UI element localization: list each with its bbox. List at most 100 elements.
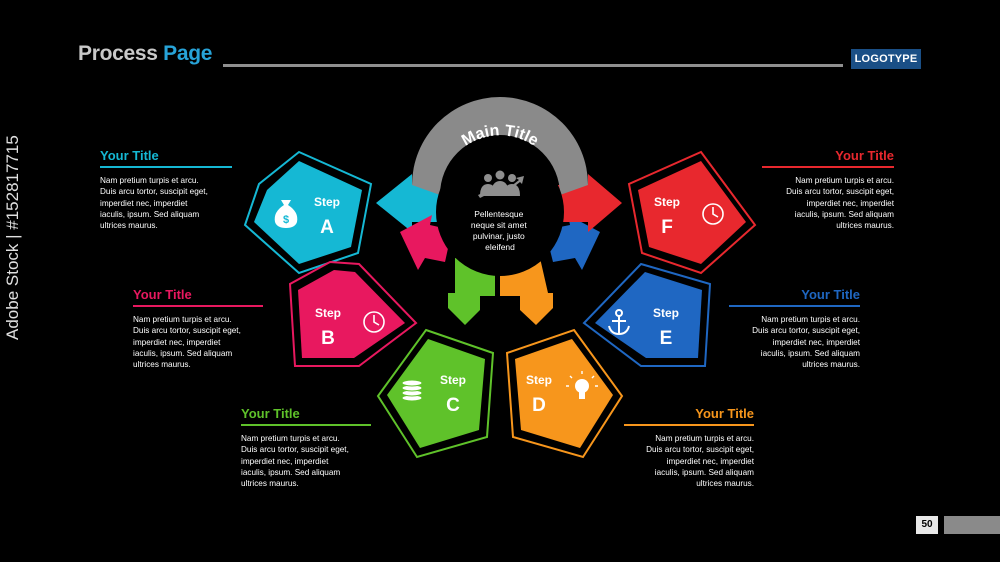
center-disc [436,148,564,276]
callout-title: Your Title [100,148,159,163]
callout-line: imperdiet nec, imperdiet [241,456,329,466]
clock-icon [363,311,385,333]
callout-title: Your Title [133,287,192,302]
callout-line: iaculis, ipsum. Sed aliquam [760,348,860,358]
callout-line: Nam pretium turpis et arcu. [133,315,232,324]
callout-line: iaculis, ipsum. Sed aliquam [133,348,233,358]
main-title: Main Title [459,122,541,149]
step-a-letter: A [320,217,334,238]
callout-divider [241,424,371,426]
money-bag-icon: $ [274,200,298,228]
lightbulb-icon [566,371,598,399]
step-f-letter: F [661,217,673,238]
callout-line: ultrices maurus. [696,479,754,489]
callout-title: Your Title [801,287,860,302]
callout-divider [729,305,860,307]
step-e-letter: E [660,328,673,349]
step-b-label: Step [315,306,341,320]
step-e-hexagon [582,262,712,367]
callout-line: Duis arcu tortor, suscipit eget, [133,326,241,336]
callout-line: Nam pretium turpis et arcu. [655,434,754,443]
step-f-hexagon [627,150,757,275]
callout-divider [133,305,263,307]
logo: LOGOTYPE [851,49,921,69]
callout-body: Nam pretium turpis et arcu. Duis arcu to… [614,433,754,489]
page-title-word-1: Process [78,42,158,65]
step-e-label: Step [653,306,679,320]
step-a-label: Step [314,195,340,209]
callout-divider [762,166,894,168]
callout-body: Nam pretium turpis et arcu. Duis arcu to… [754,175,894,231]
svg-text:Main Title: Main Title [459,122,541,149]
coin-stack-icon [401,379,423,402]
callout-line: imperdiet nec, imperdiet [666,456,754,466]
callout-step-e: Your Title Nam pretium turpis et arcu. D… [720,287,860,370]
callout-line: iaculis, ipsum. Sed aliquam [654,467,754,477]
callout-step-a: Your Title Nam pretium turpis et arcu. D… [100,148,240,231]
callout-line: imperdiet nec, imperdiet [100,198,188,208]
callout-body: Nam pretium turpis et arcu. Duis arcu to… [241,433,381,489]
arrow-to-step-d [500,258,553,325]
step-a-hexagon [243,150,373,275]
step-b-letter: B [321,328,335,349]
page-title: Process Page [78,42,212,66]
callout-body: Nam pretium turpis et arcu. Duis arcu to… [100,175,240,231]
callout-line: Duis arcu tortor, suscipit eget, [241,445,349,455]
callout-line: Nam pretium turpis et arcu. [241,434,340,443]
page-title-word-2: Page [163,42,213,65]
callout-line: Duis arcu tortor, suscipit eget, [646,445,754,455]
step-d-label: Step [526,373,552,387]
callout-line: ultrices maurus. [836,221,894,231]
callout-line: imperdiet nec, imperdiet [133,337,221,347]
callout-line: iaculis, ipsum. Sed aliquam [241,467,341,477]
callout-line: iaculis, ipsum. Sed aliquam [100,209,200,219]
center-text-line-2: neque sit amet [471,220,527,230]
step-b-hexagon [288,260,418,367]
footer-bar [944,516,1000,534]
callout-divider [100,166,232,168]
header-divider [223,64,843,67]
arrow-to-step-c [448,258,495,325]
callout-body: Nam pretium turpis et arcu. Duis arcu to… [133,314,273,370]
callout-step-f: Your Title Nam pretium turpis et arcu. D… [754,148,894,231]
callout-line: imperdiet nec, imperdiet [772,337,860,347]
callout-step-c: Your Title Nam pretium turpis et arcu. D… [241,406,381,489]
main-title-arc [412,97,588,195]
step-d-hexagon [505,328,624,459]
center-text-line-3: pulvinar, justo [473,231,525,241]
anchor-icon [608,309,630,336]
callout-line: Nam pretium turpis et arcu. [100,176,199,185]
center-text-line-4: eleifend [485,242,515,252]
callout-line: Nam pretium turpis et arcu. [795,176,894,185]
callout-line: ultrices maurus. [241,479,299,489]
callout-line: Nam pretium turpis et arcu. [761,315,860,324]
svg-text:Pellentesque neque sit ame: Pellentesque neque sit amet pulvinar, ju… [471,209,529,252]
callout-line: iaculis, ipsum. Sed aliquam [794,209,894,219]
step-c-hexagon [376,328,495,459]
step-c-letter: C [446,395,460,416]
callout-title: Your Title [835,148,894,163]
callout-line: ultrices maurus. [802,360,860,370]
callout-line: imperdiet nec, imperdiet [806,198,894,208]
callout-body: Nam pretium turpis et arcu. Duis arcu to… [720,314,860,370]
step-f-label: Step [654,195,680,209]
callout-line: ultrices maurus. [100,221,158,231]
clock-icon [702,203,724,225]
page-number: 50 [916,516,938,534]
watermark: Adobe Stock | #152817715 [3,135,22,340]
team-growth-icon [478,170,524,198]
callout-line: Duis arcu tortor, suscipit eget, [786,187,894,197]
step-c-label: Step [440,373,466,387]
svg-text:$: $ [283,214,289,226]
callout-step-d: Your Title Nam pretium turpis et arcu. D… [614,406,754,489]
callout-line: Duis arcu tortor, suscipit eget, [752,326,860,336]
callout-title: Your Title [241,406,300,421]
callout-step-b: Your Title Nam pretium turpis et arcu. D… [133,287,273,370]
step-d-letter: D [532,395,546,416]
callout-divider [624,424,754,426]
callout-title: Your Title [695,406,754,421]
callout-line: ultrices maurus. [133,360,191,370]
center-text-line-1: Pellentesque [474,209,523,219]
callout-line: Duis arcu tortor, suscipit eget, [100,187,208,197]
